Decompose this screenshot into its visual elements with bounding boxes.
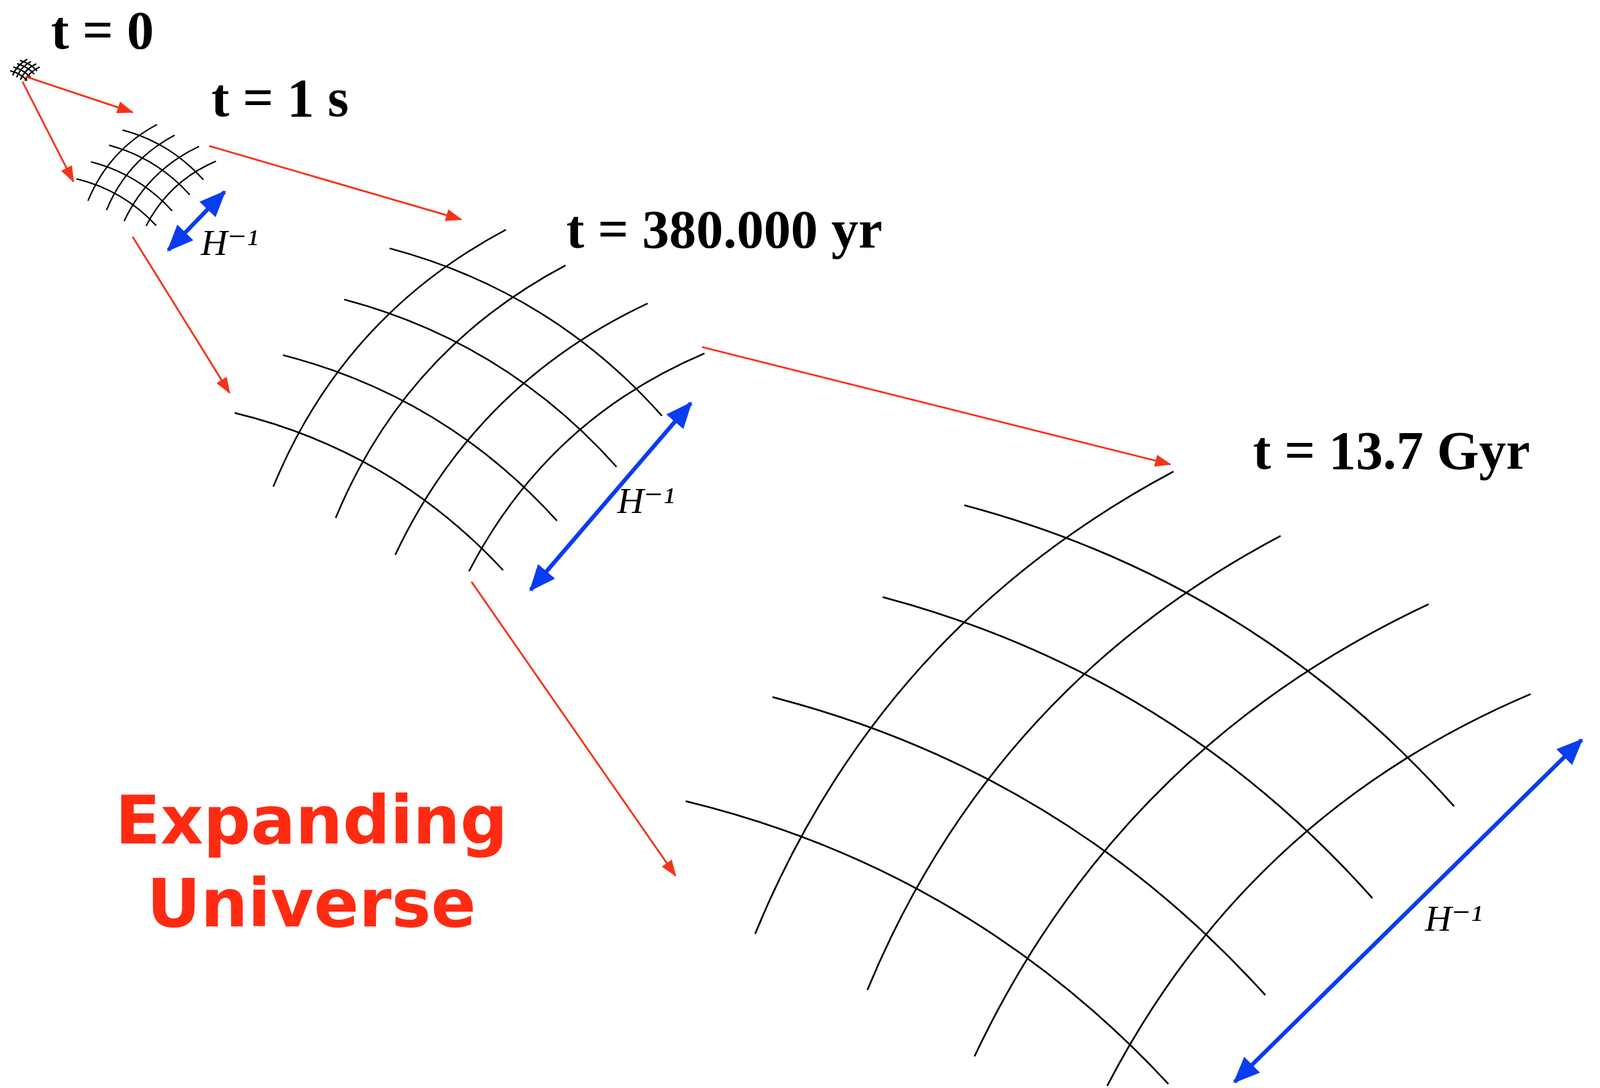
spacetime-grid: [10, 58, 40, 81]
hubble-radius-label: H⁻¹: [617, 480, 675, 521]
time-arrows: [22, 76, 1171, 876]
hubble-radius-label: H⁻¹: [1424, 897, 1483, 939]
spacetime-grid: [76, 124, 217, 227]
grid-line: [754, 471, 1174, 935]
hubble-radius-arrow: [530, 402, 691, 590]
time-arrow: [25, 76, 133, 113]
hubble-radius-arrows: [168, 191, 1582, 1082]
grid-line: [234, 412, 504, 570]
spacetime-grid: [685, 471, 1531, 1086]
time-arrow: [209, 146, 462, 220]
time-arrow: [702, 347, 1171, 465]
spacetime-grids: [10, 58, 1531, 1086]
time-label: t = 13.7 Gyr: [1252, 421, 1530, 481]
grid-line: [1107, 694, 1531, 1086]
grid-line: [389, 248, 662, 416]
time-label: t = 380.000 yr: [566, 200, 883, 260]
grid-line: [273, 229, 507, 487]
grid-line: [882, 597, 1373, 898]
grid-line: [395, 303, 648, 555]
grid-line: [87, 124, 157, 201]
grid-line: [867, 535, 1281, 990]
grid-line: [343, 299, 617, 467]
time-label: t = 1 s: [211, 68, 349, 129]
grid-line: [335, 265, 566, 518]
grid-line: [964, 504, 1454, 806]
grid-line: [772, 697, 1266, 996]
grid-line: [124, 146, 200, 221]
grid-line: [76, 178, 157, 226]
time-arrow: [22, 81, 74, 182]
grid-line: [974, 604, 1429, 1057]
title-text: Expanding Universe: [47, 778, 576, 945]
time-label: t = 0: [50, 1, 154, 61]
grid-line: [109, 144, 191, 195]
hubble-radius-arrow: [1234, 739, 1582, 1082]
grid-line: [685, 800, 1169, 1084]
grid-line: [146, 160, 217, 226]
grid-line: [469, 353, 705, 572]
hubble-radius-label: H⁻¹: [200, 222, 258, 263]
grid-line: [10, 70, 28, 81]
spacetime-grid: [234, 229, 705, 572]
